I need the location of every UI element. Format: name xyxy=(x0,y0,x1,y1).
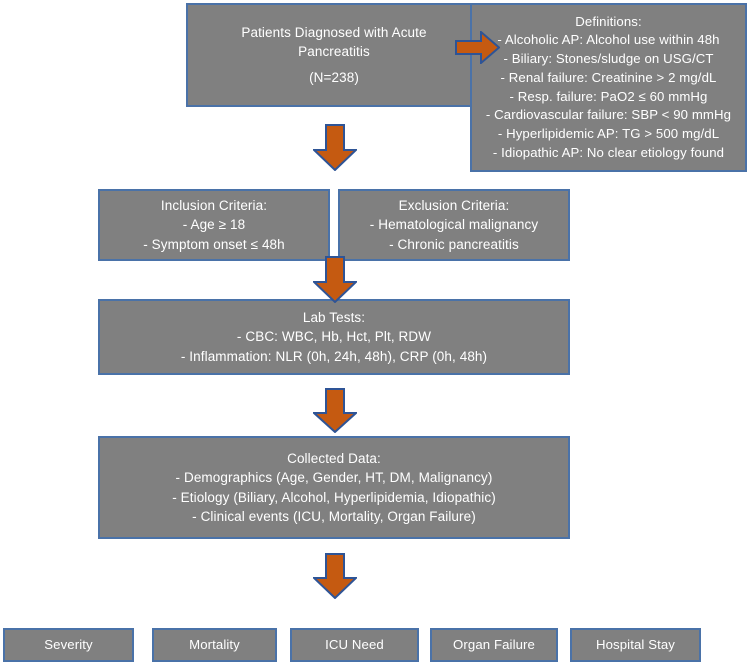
exclusion-hematological-malignancy: - Hematological malignancy xyxy=(369,217,539,233)
arrow-down-icon-collected-data-to-outcomes xyxy=(313,553,357,599)
arrow-down-icon-criteria-to-lab-tests xyxy=(313,256,357,303)
definition-hyperlipidemic-ap: - Hyperlipidemic AP: TG > 500 mg/dL xyxy=(497,125,720,141)
outcome-label-hospital-stay: Hospital Stay xyxy=(596,636,675,652)
population-sample-size: (N=238) xyxy=(309,70,359,86)
collected-data-etiology: - Etiology (Biliary, Alcohol, Hyperlipid… xyxy=(172,489,496,505)
node-definitions: Definitions: - Alcoholic AP: Alcohol use… xyxy=(470,3,747,172)
arrow-right-icon-population-to-definitions xyxy=(455,31,500,64)
population-line-1: Patients Diagnosed with Acute xyxy=(241,24,427,40)
collected-data-demographics: - Demographics (Age, Gender, HT, DM, Mal… xyxy=(175,470,493,486)
node-outcome-icu-need: ICU Need xyxy=(290,628,419,662)
node-outcome-severity: Severity xyxy=(3,628,134,662)
node-outcome-mortality: Mortality xyxy=(152,628,277,662)
exclusion-chronic-pancreatitis: - Chronic pancreatitis xyxy=(389,236,519,252)
definition-idiopathic-ap: - Idiopathic AP: No clear etiology found xyxy=(492,144,725,160)
definitions-heading: Definitions: xyxy=(575,13,642,29)
collected-data-heading: Collected Data: xyxy=(287,451,381,467)
node-exclusion-criteria: Exclusion Criteria: - Hematological mali… xyxy=(338,189,570,261)
outcome-label-organ-failure: Organ Failure xyxy=(453,636,535,652)
lab-tests-cbc: - CBC: WBC, Hb, Hct, Plt, RDW xyxy=(236,329,432,345)
definition-biliary: - Biliary: Stones/sludge on USG/CT xyxy=(503,51,714,67)
lab-tests-heading: Lab Tests: xyxy=(302,310,366,326)
node-outcome-hospital-stay: Hospital Stay xyxy=(570,628,701,662)
exclusion-heading: Exclusion Criteria: xyxy=(398,198,510,214)
inclusion-heading: Inclusion Criteria: xyxy=(160,198,268,214)
arrow-down-icon-lab-tests-to-collected-data xyxy=(313,388,357,433)
node-outcome-organ-failure: Organ Failure xyxy=(430,628,558,662)
arrow-down-icon-population-to-criteria xyxy=(313,124,357,171)
node-lab-tests: Lab Tests: - CBC: WBC, Hb, Hct, Plt, RDW… xyxy=(98,299,570,375)
node-inclusion-criteria: Inclusion Criteria: - Age ≥ 18 - Symptom… xyxy=(98,189,330,261)
outcome-label-icu-need: ICU Need xyxy=(325,636,384,652)
definition-alcoholic-ap: - Alcoholic AP: Alcohol use within 48h xyxy=(497,32,720,48)
node-collected-data: Collected Data: - Demographics (Age, Gen… xyxy=(98,436,570,539)
outcome-label-severity: Severity xyxy=(44,636,93,652)
definition-cardiovascular-failure: - Cardiovascular failure: SBP < 90 mmHg xyxy=(485,107,732,123)
collected-data-clinical-events: - Clinical events (ICU, Mortality, Organ… xyxy=(192,508,476,524)
outcome-label-mortality: Mortality xyxy=(189,636,240,652)
node-patient-population: Patients Diagnosed with Acute Pancreatit… xyxy=(186,3,482,107)
population-line-2: Pancreatitis xyxy=(298,43,370,59)
definition-renal-failure: - Renal failure: Creatinine > 2 mg/dL xyxy=(500,69,717,85)
definition-respiratory-failure: - Resp. failure: PaO2 ≤ 60 mmHg xyxy=(509,88,708,104)
inclusion-symptom-onset: - Symptom onset ≤ 48h xyxy=(143,236,285,252)
inclusion-age: - Age ≥ 18 xyxy=(182,217,246,233)
lab-tests-inflammation: - Inflammation: NLR (0h, 24h, 48h), CRP … xyxy=(180,348,488,364)
